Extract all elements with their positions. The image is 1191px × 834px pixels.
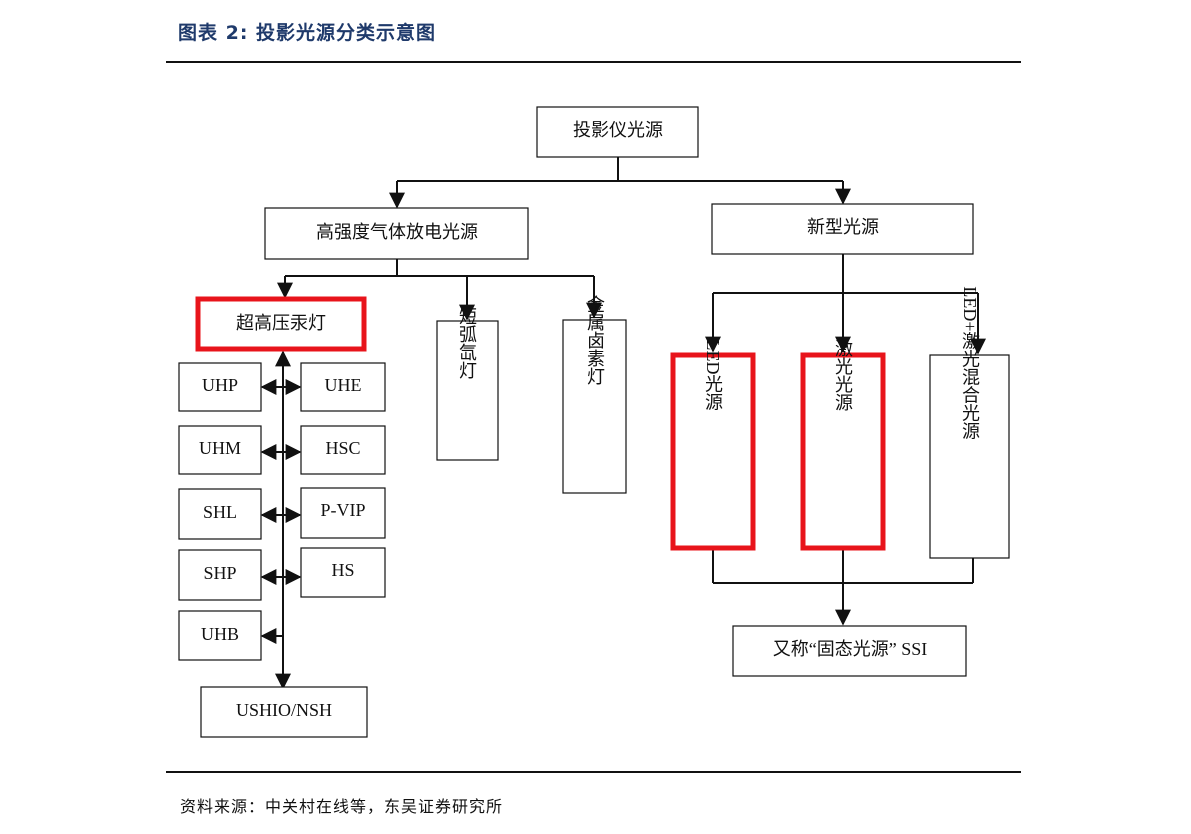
lamp-type-uhm: UHM bbox=[199, 438, 241, 458]
ushio-label: USHIO/NSH bbox=[236, 700, 332, 720]
led-label: LED光源 bbox=[703, 340, 723, 412]
lamp-type-pvip: P-VIP bbox=[320, 500, 365, 520]
root-box bbox=[536, 106, 699, 158]
new-type-label: 新型光源 bbox=[807, 217, 879, 237]
lamp-type-uhp: UHP bbox=[202, 375, 238, 395]
node-boxes bbox=[178, 106, 1010, 738]
lamp-type-uhb: UHB bbox=[201, 624, 239, 644]
new-type-box bbox=[711, 203, 974, 255]
source-note: 资料来源：中关村在线等，东吴证券研究所 bbox=[180, 797, 504, 816]
metal-halide-box bbox=[562, 319, 627, 494]
short-arc-box bbox=[436, 320, 499, 461]
lamp-type-shl: SHL bbox=[203, 502, 237, 522]
highlight-boxes bbox=[195, 296, 886, 551]
lamp-type-hs: HS bbox=[331, 560, 354, 580]
root-label: 投影仪光源 bbox=[573, 120, 663, 140]
solid-state-box bbox=[732, 625, 967, 677]
ushio-box bbox=[200, 686, 368, 738]
top-rule bbox=[166, 61, 1021, 63]
led-laser-box bbox=[929, 354, 1010, 559]
metal-halide-label: 金属卤素灯 bbox=[585, 295, 605, 385]
uhp-lamp-box bbox=[195, 296, 367, 352]
lamp-type-shp: SHP bbox=[203, 563, 236, 583]
led-laser-label: LED+激光混合光源 bbox=[960, 286, 980, 440]
short-arc-label: 短弧氙灯 bbox=[457, 307, 477, 379]
solid-state-label: 又称“固态光源” SSI bbox=[773, 639, 928, 659]
bottom-rule bbox=[166, 771, 1021, 773]
uhp-lamp-label: 超高压汞灯 bbox=[236, 313, 326, 333]
laser-label: 激光光源 bbox=[833, 339, 853, 412]
lamp-type-uhe: UHE bbox=[325, 375, 362, 395]
hid-box bbox=[264, 207, 529, 260]
lamp-type-hsc: HSC bbox=[325, 438, 360, 458]
hid-label: 高强度气体放电光源 bbox=[316, 222, 478, 242]
figure-title: 图表 2: 投影光源分类示意图 bbox=[178, 22, 437, 44]
connectors bbox=[260, 157, 986, 690]
laser-box bbox=[800, 352, 886, 551]
led-box bbox=[670, 352, 756, 551]
